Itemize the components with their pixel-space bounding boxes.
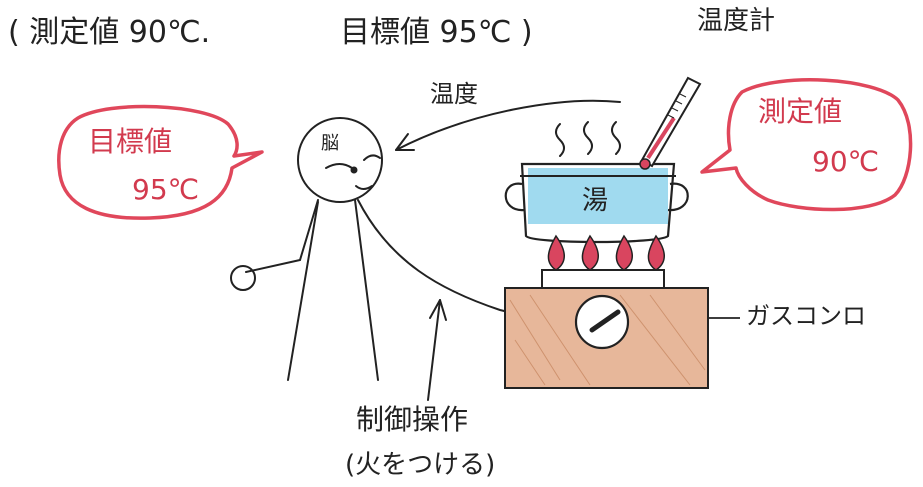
header-target-label: 目標値 95℃ ) [340,15,533,50]
pot-right-handle [667,182,689,212]
target-speech-bubble [57,104,264,220]
burner-ring [541,269,665,289]
control-operation-label: 制御操作 [356,403,469,436]
person-left-leg [287,201,319,381]
person-head [297,117,383,203]
measured-speech-bubble [700,78,913,212]
header-measured-label: ( 測定値 90℃. [8,15,211,50]
thermometer-label: 温度計 [697,6,776,36]
thermometer [639,76,702,170]
measured-bubble-value: 90℃ [812,145,880,178]
pot [504,162,689,244]
steam-lines [555,121,621,157]
brain-label: 脳 [321,133,339,154]
target-bubble-value: 95℃ [132,173,200,206]
temperature-label: 温度 [430,80,478,108]
person-right-leg [354,199,379,381]
control-operation-arrow [427,299,447,401]
water-label: 湯 [582,186,609,216]
gas-stove [504,287,740,389]
control-operation-note: (火をつける) [345,450,496,480]
person-left-hand [230,265,256,291]
temperature-arrow [395,99,621,151]
stick-figure-person [230,117,597,381]
pot-left-handle [504,182,525,212]
person-left-arm [245,199,319,273]
measured-bubble-title: 測定値 [758,95,843,128]
target-bubble-title: 目標値 [88,125,173,158]
gas-stove-label: ガスコンロ [746,302,866,330]
